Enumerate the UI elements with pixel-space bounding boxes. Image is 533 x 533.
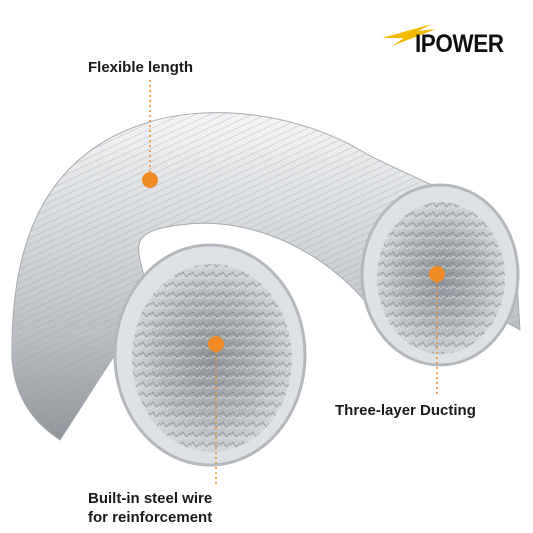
callout-three-layer-marker [429,266,445,396]
label-three-layer-ducting: Three-layer Ducting [335,402,476,419]
label-steel-wire-line1: Built-in steel wire [88,490,213,507]
label-steel-wire-line2: for reinforcement [88,509,213,526]
logo-bolt-icon [382,24,436,46]
callout-steel-wire-marker [208,336,224,486]
label-steel-wire: Built-in steel wire for reinforcement [88,489,212,527]
duct-left-opening [113,243,307,467]
label-flexible-length: Flexible length [88,59,194,76]
callout-flexible-marker [142,80,158,188]
brand-logo: IPOWER [415,30,504,58]
